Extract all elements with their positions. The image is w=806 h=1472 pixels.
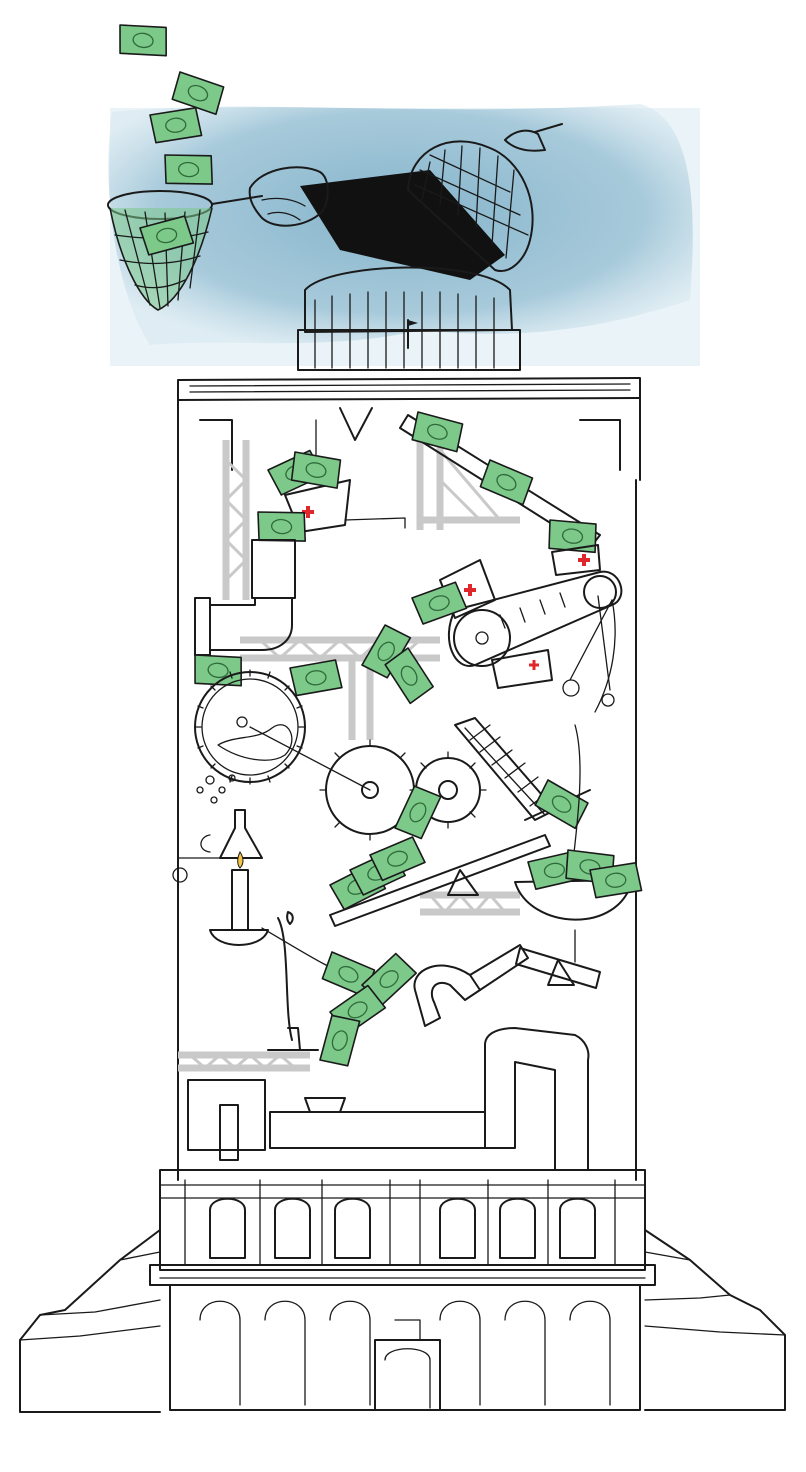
belt-line [249, 726, 371, 791]
capitol-dome [407, 123, 563, 272]
dollar-bill-icon [544, 515, 601, 558]
building-body [177, 479, 637, 1181]
magnet-icon [318, 944, 529, 1038]
dollar-bill-icon [115, 20, 171, 61]
cornice [177, 377, 641, 481]
staircase-right [644, 1229, 786, 1411]
staircase-left [19, 1229, 161, 1413]
candle-icon [231, 851, 249, 931]
arm-and-hand [248, 166, 505, 280]
pipe-left [194, 507, 309, 656]
dollar-bill-icon [390, 781, 446, 843]
building-facade [149, 1169, 656, 1411]
medical-cross-icon [529, 660, 539, 670]
dollar-bill-icon [410, 580, 469, 626]
capitol-drum [297, 266, 521, 371]
gear-icon [194, 669, 306, 785]
medical-cross-icon [302, 506, 314, 518]
dollar-bill-icon [315, 1010, 365, 1071]
falling-bills-middle [190, 620, 436, 707]
net-icon [107, 190, 263, 311]
dollar-bill-icon [531, 775, 593, 833]
money-bowl [514, 724, 643, 989]
dollar-bill-icon [190, 650, 246, 691]
money-chute [339, 407, 601, 558]
flask-icon [172, 774, 263, 883]
pipe-system-lower [187, 1010, 590, 1171]
money-lever [327, 781, 551, 927]
dollar-bill-icon [288, 658, 344, 697]
conveyor-tread [410, 544, 623, 713]
dollar-bill-icon [161, 150, 216, 189]
medical-cross-icon [464, 584, 476, 596]
medical-cross-icon [578, 554, 590, 566]
